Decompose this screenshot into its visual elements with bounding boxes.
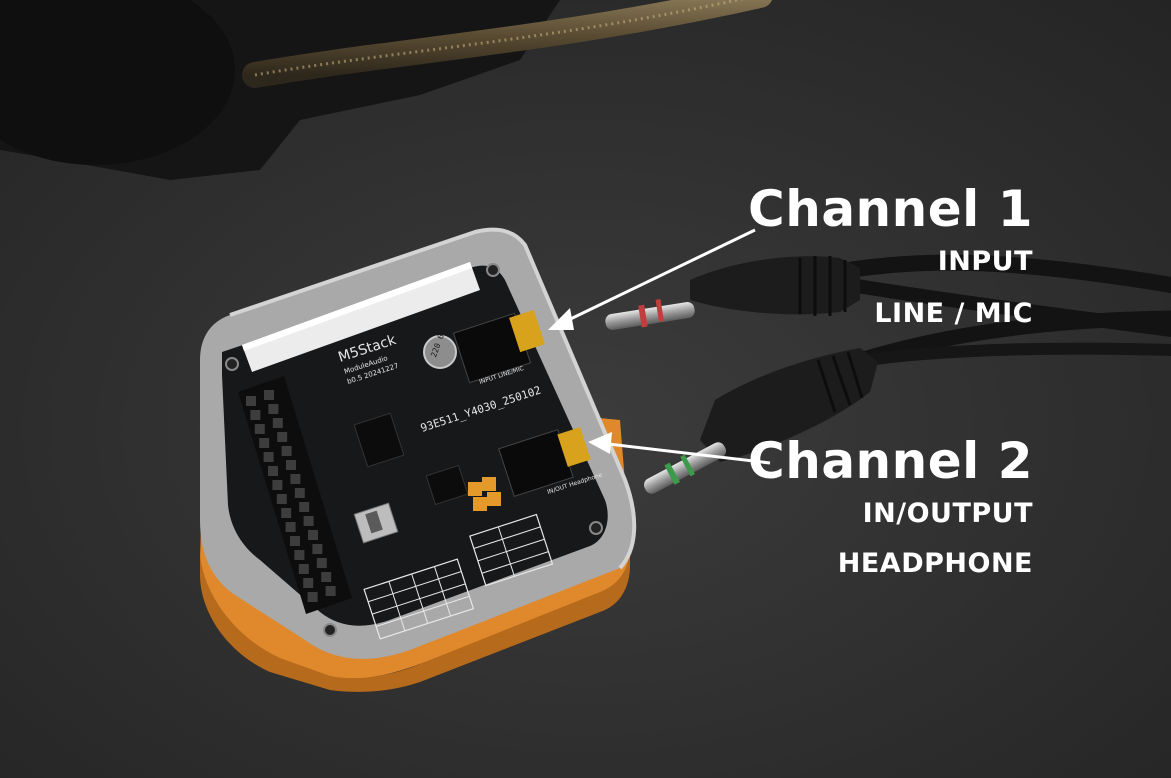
- pad-4: [487, 492, 501, 506]
- audio-jack-1: [452, 309, 545, 384]
- amp-chip: [425, 464, 469, 506]
- header-pin: [272, 418, 283, 428]
- capacitor: 220 6.3V: [423, 319, 457, 369]
- header-pin: [325, 586, 336, 596]
- header-pin: [290, 536, 300, 546]
- header-pin: [276, 494, 287, 504]
- audio-plug-1: [605, 256, 860, 330]
- header-pin: [246, 396, 256, 406]
- channel1-line2: LINE / MIC: [874, 298, 1033, 329]
- header-pin: [298, 564, 309, 574]
- header-pin: [308, 530, 318, 540]
- header-pin: [321, 572, 332, 582]
- headphone-object: [0, 0, 772, 180]
- audio-jack-2: [498, 427, 591, 497]
- pad-3: [473, 497, 487, 511]
- header-pin: [316, 558, 327, 568]
- header-pin: [286, 460, 296, 470]
- header-pin: [290, 474, 301, 484]
- pad-2: [482, 477, 496, 491]
- channel2-line1: IN/OUTPUT: [862, 498, 1033, 529]
- header-pin: [254, 424, 265, 434]
- channel1-title: Channel 1: [748, 180, 1033, 238]
- codec-chip: [353, 412, 405, 468]
- header-pin: [268, 404, 279, 414]
- header-pin: [268, 466, 278, 476]
- header-pin: [285, 522, 296, 532]
- pad-1: [468, 482, 482, 496]
- header-pin: [294, 550, 305, 560]
- header-pin: [281, 446, 292, 456]
- header-pin: [277, 432, 288, 442]
- header-pin: [294, 488, 305, 498]
- arrow-1-head: [548, 308, 574, 330]
- header-pin: [264, 390, 274, 400]
- header-pin: [303, 516, 314, 526]
- header-pin: [263, 452, 274, 462]
- white-strip: [242, 262, 480, 372]
- pin-header: [238, 376, 352, 614]
- header-pin: [312, 544, 323, 554]
- screw-holes: [225, 263, 603, 637]
- channel1-line1: INPUT: [937, 246, 1033, 277]
- header-pin: [299, 502, 310, 512]
- header-pin: [307, 592, 318, 602]
- header-pin: [303, 578, 314, 588]
- header-pin: [259, 438, 270, 448]
- channel2-title: Channel 2: [748, 432, 1033, 490]
- header-pin: [281, 508, 292, 518]
- header-pin: [272, 480, 283, 490]
- arrow-2-head: [588, 432, 612, 454]
- header-pin: [250, 410, 261, 420]
- annotation-arrows: [548, 228, 771, 465]
- pin-table: [363, 513, 554, 640]
- channel2-line2: HEADPHONE: [837, 548, 1033, 579]
- audio-module: 220 6.3V: [200, 227, 637, 692]
